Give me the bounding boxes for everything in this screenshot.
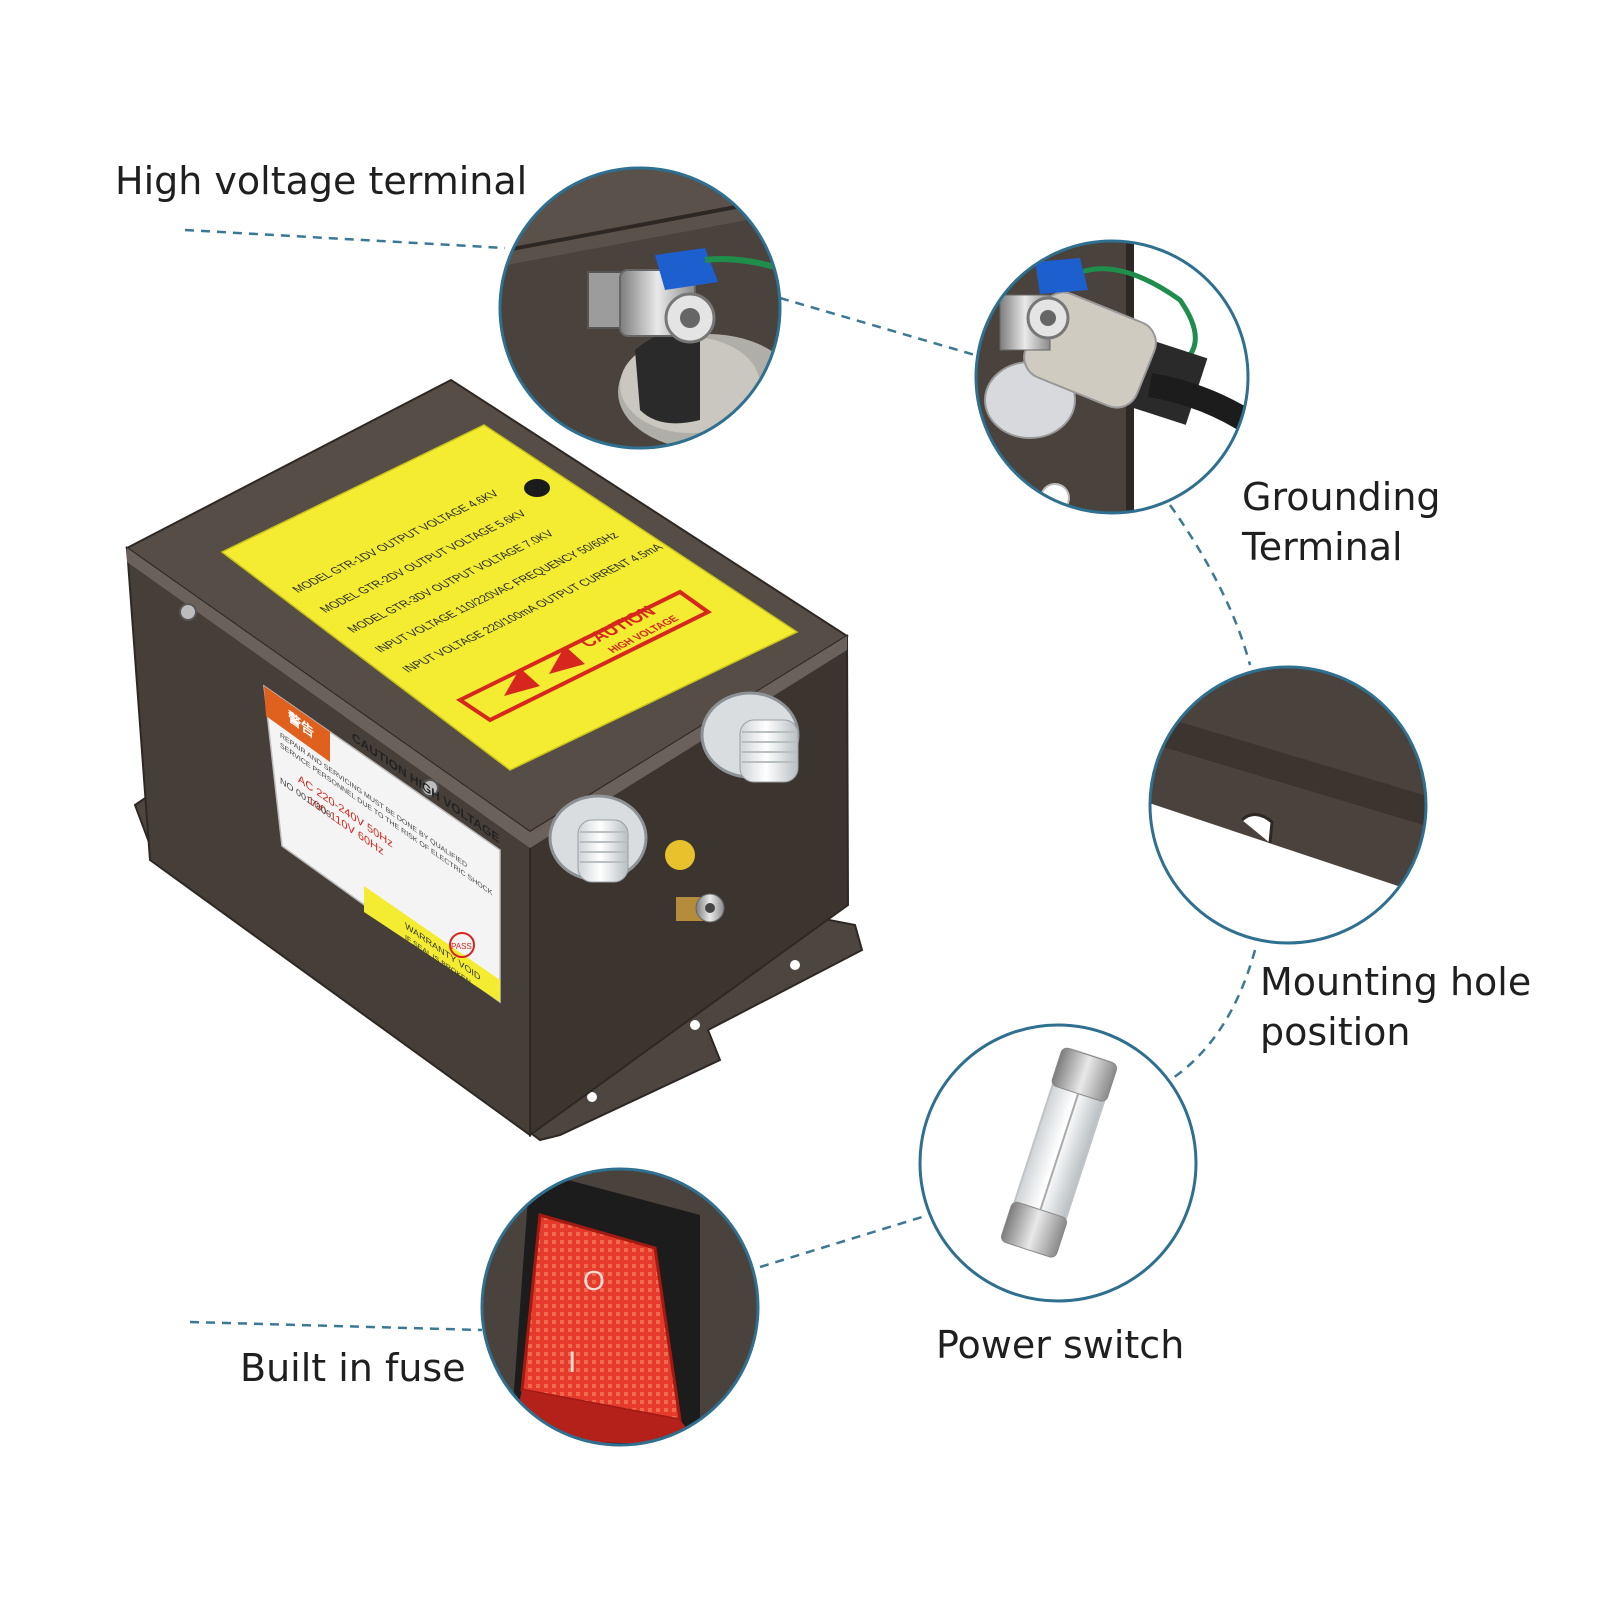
leader-lines [184, 228, 1257, 1332]
leader-c3-c4 [1169, 949, 1257, 1082]
callout-grounding-terminal: Grounding Terminal [1242, 472, 1441, 572]
callout-mounting-line-1: Mounting hole [1260, 960, 1532, 1004]
hv-terminal-right [700, 691, 800, 783]
callout-mounting-hole: Mounting hole position [1260, 957, 1531, 1057]
warning-triangle-icon [504, 668, 540, 696]
screw [421, 779, 439, 797]
callout-high-voltage-terminal: High voltage terminal [115, 159, 528, 203]
base-hole [690, 1020, 700, 1030]
spec-label: MODEL GTR-1DV OUTPUT VOLTAGE 4.6KV MODEL… [220, 424, 799, 771]
leader-c4-c5 [759, 1215, 923, 1269]
selected-voltage-dot [524, 479, 550, 497]
warning-triangle-icon [549, 646, 585, 674]
closeup-high-voltage-terminal [498, 166, 782, 450]
closeup-mounting-hole [1148, 665, 1428, 945]
screw [179, 603, 197, 621]
leader-c1-c2 [779, 296, 976, 357]
power-supply-unit: MODEL GTR-1DV OUTPUT VOLTAGE 4.6KV MODEL… [125, 378, 864, 1142]
caution-box [455, 589, 712, 723]
callout-mounting-line-2: position [1260, 1010, 1411, 1054]
leader-fuse [189, 1320, 483, 1332]
closeup-power-switch: O I [480, 1167, 760, 1447]
callout-power-switch: Power switch [936, 1323, 1185, 1367]
ground-bolt [676, 893, 725, 923]
callout-grounding-line-1: Grounding [1242, 475, 1441, 519]
leader-c2-c3 [1168, 504, 1252, 666]
callout-built-in-fuse: Built in fuse [240, 1346, 466, 1390]
leader-hv [184, 228, 506, 250]
pass-stamp: PASS [451, 942, 472, 951]
switch-on-symbol: I [568, 1346, 576, 1379]
callout-grounding-line-2: Terminal [1242, 525, 1403, 569]
switch-off-symbol: O [583, 1265, 605, 1296]
base-hole [587, 1092, 597, 1102]
base-hole [790, 960, 800, 970]
hv-terminal-left [548, 794, 648, 883]
ground-label-sticker [665, 840, 695, 870]
closeup-fuse [918, 1023, 1198, 1303]
closeup-grounding-terminal [974, 239, 1250, 515]
